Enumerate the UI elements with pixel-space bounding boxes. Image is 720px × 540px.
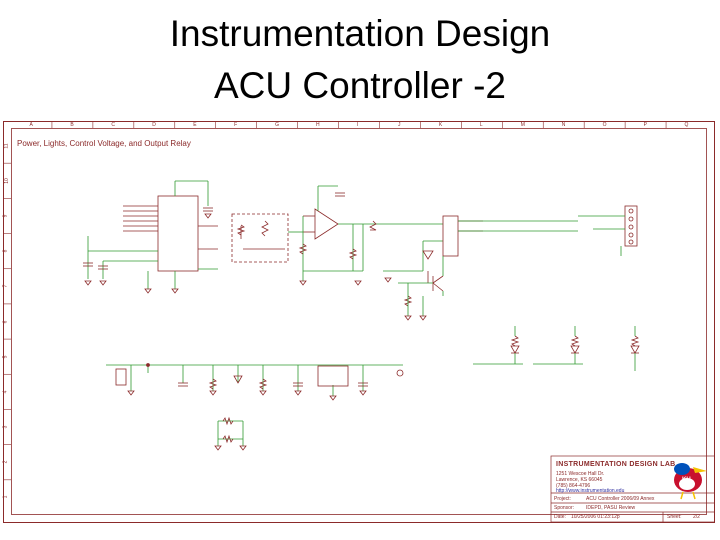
project-label: Project:	[554, 496, 571, 502]
status-leds	[510, 335, 640, 354]
column-label: O	[602, 122, 607, 128]
relay-driver-wires	[398, 256, 444, 316]
title-block-address1: 1251 Wescoe Hall Dr.	[556, 471, 605, 477]
row-label: 3	[2, 425, 9, 429]
row-label: 9	[2, 214, 9, 218]
dashed-subcircuit-parts	[236, 220, 285, 250]
column-label: M	[520, 122, 525, 128]
op-amp-wires	[288, 185, 443, 281]
ic-caps	[83, 207, 213, 294]
row-label: 5	[2, 355, 9, 359]
column-label: Q	[684, 122, 689, 128]
column-label: P	[643, 122, 647, 128]
dashed-subcircuit	[231, 213, 289, 263]
microcontroller-ic	[123, 195, 218, 272]
column-ticks	[51, 121, 667, 128]
date-value: 10/25/2006 01:23:12p	[571, 514, 620, 520]
schematic-drawing	[3, 121, 715, 523]
led-wires	[473, 326, 636, 371]
title-block-lab-name: INSTRUMENTATION DESIGN LAB	[556, 461, 676, 468]
date-label: Date:	[554, 514, 566, 520]
row-label: 6	[2, 320, 9, 323]
row-label: 2	[2, 460, 9, 464]
column-label: I	[357, 122, 359, 128]
schematic-sheet: Power, Lights, Control Voltage, and Outp…	[2, 121, 715, 523]
column-label: H	[316, 122, 320, 128]
sheet-value: 2/2	[693, 514, 700, 520]
relay-driver	[403, 250, 444, 307]
bottom-resistors	[214, 416, 247, 451]
column-label: D	[152, 122, 156, 128]
column-label: A	[29, 122, 33, 128]
row-label: 11	[3, 142, 10, 149]
row-label: 8	[2, 249, 9, 253]
row-ticks	[3, 162, 11, 481]
column-label: K	[438, 122, 443, 128]
bottom-resistors-wires	[217, 420, 244, 446]
ku-jayhawk-logo	[674, 463, 707, 500]
column-label: E	[193, 122, 197, 128]
column-label: N	[561, 122, 566, 128]
title-block-address2: Lawrence, KS 66045	[556, 477, 603, 483]
row-label: 1	[2, 496, 9, 499]
row-label: 7	[2, 284, 9, 288]
ku-logo-text: KU	[682, 477, 691, 483]
project-value: ACU Controller 2006/09 Annex	[586, 496, 655, 502]
sheet-frame	[3, 121, 715, 523]
power-input-wires	[106, 364, 403, 396]
connector-wires	[458, 215, 625, 256]
op-amp-parts	[298, 192, 392, 286]
column-label: L	[479, 122, 483, 128]
sponsor-label: Sponsor:	[554, 505, 575, 511]
ic-wires	[87, 180, 218, 289]
sheet-label: Sheet:	[667, 514, 682, 520]
slide-title-line1: Instrumentation Design	[169, 13, 551, 54]
column-label: B	[70, 122, 74, 128]
sheet-inner-frame	[11, 128, 707, 515]
title-block-phone: (785) 864-4796	[556, 483, 591, 489]
column-label: G	[275, 122, 279, 128]
title-block-frame	[550, 455, 715, 523]
slide-title-line2: ACU Controller -2	[214, 65, 506, 106]
title-block-url[interactable]: http://www.instrumentation.edu	[556, 488, 625, 494]
column-label: F	[234, 122, 238, 128]
row-label: 4	[2, 390, 9, 394]
row-label: 10	[3, 177, 10, 184]
sponsor-value: IDEPD, PASU Review	[586, 505, 636, 511]
sheet-title: Power, Lights, Control Voltage, and Outp…	[17, 139, 191, 148]
op-amp	[303, 208, 339, 240]
power-input-parts	[115, 363, 404, 401]
column-label: J	[397, 122, 401, 128]
column-label: C	[111, 122, 115, 128]
